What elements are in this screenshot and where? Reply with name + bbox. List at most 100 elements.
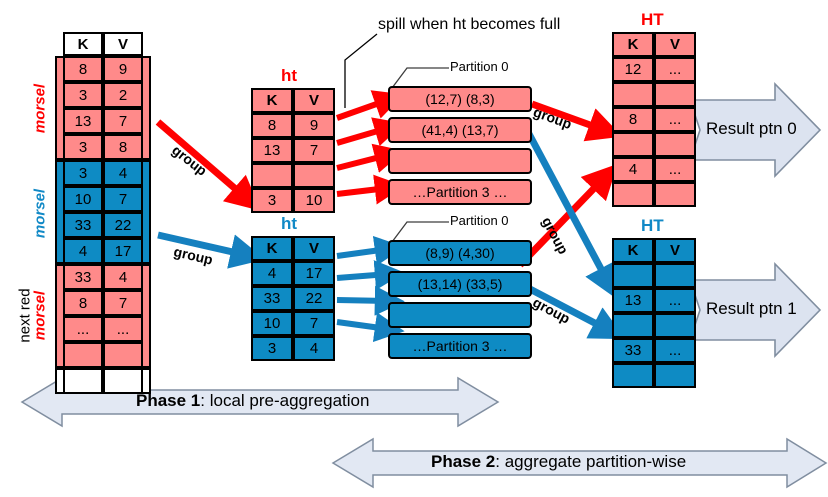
- ht-out-red-cell-v-4: ...: [654, 157, 696, 182]
- input-cell-v-0: 9: [103, 56, 143, 82]
- ht-out-blue-caption: HT: [641, 216, 664, 235]
- ht-out-red-cell-k-3: [612, 132, 654, 157]
- ht-out-red-cell-k-5: [612, 182, 654, 207]
- input-header-v: V: [103, 32, 143, 56]
- input-cell-v-2: 7: [103, 108, 143, 134]
- ht-out-blue-cell-v-2: [654, 313, 696, 338]
- ht-out-blue-cell-v-1: ...: [654, 288, 696, 313]
- spill-note: spill when ht becomes full: [378, 16, 561, 33]
- ht-out-red-caption: HT: [641, 10, 664, 29]
- ht-red-cell-v-3: 10: [293, 188, 335, 213]
- partition0-leader-blue: [391, 221, 449, 243]
- ht-blue-cell-v-2: 7: [293, 311, 335, 336]
- group-label-ptn-blue: group: [530, 293, 573, 327]
- arrows-ht-blue-to-partitions: [336, 235, 405, 343]
- ht-out-red-cell-v-3: [654, 132, 696, 157]
- input-cell-k-9: 8: [63, 290, 103, 316]
- ht-blue-cell-v-0: 17: [293, 261, 335, 286]
- phase-1-bold: Phase 1: [136, 391, 201, 410]
- ht-out-red-cell-k-0: 12: [612, 57, 654, 82]
- partition-red-bar-2: [388, 148, 532, 174]
- input-cell-k-3: 3: [63, 134, 103, 160]
- ht-red-cell-k-0: 8: [251, 113, 293, 138]
- ht-out-red-cell-k-1: [612, 82, 654, 107]
- ht-red-header-v: V: [293, 88, 335, 113]
- next-red-label: next red: [16, 288, 34, 343]
- ht-blue-cell-k-1: 33: [251, 286, 293, 311]
- ht-out-red-cell-v-1: [654, 82, 696, 107]
- result-label-0: Result ptn 0: [706, 119, 797, 138]
- input-cell-k-4: 3: [63, 160, 103, 186]
- partition-blue-bar-0: (8,9) (4,30): [388, 240, 532, 266]
- input-cell-v-8: 4: [103, 264, 143, 290]
- ht-out-red-cell-k-2: 8: [612, 107, 654, 132]
- phase-1-rest: : local pre-aggregation: [200, 391, 370, 410]
- phase-2-label: Phase 2: aggregate partition-wise: [431, 452, 686, 472]
- ht-blue-cell-k-3: 3: [251, 336, 293, 361]
- input-cell-v-1: 2: [103, 82, 143, 108]
- partition0-leader-red: [391, 67, 449, 89]
- ht-red-cell-v-1: 7: [293, 138, 335, 163]
- partition-red-bar-0: (12,7) (8,3): [388, 86, 532, 112]
- phase-2-bold: Phase 2: [431, 452, 496, 471]
- ht-out-blue-header-v: V: [654, 238, 696, 263]
- ht-out-blue-cell-k-3: 33: [612, 338, 654, 363]
- ht-out-blue-cell-v-3: ...: [654, 338, 696, 363]
- partition-red-bar-3: …Partition 3 …: [388, 179, 532, 205]
- ht-out-blue-cell-k-2: [612, 313, 654, 338]
- input-cell-k-7: 4: [63, 238, 103, 264]
- ht-blue-header-k: K: [251, 236, 293, 261]
- input-cell-k-10: ...: [63, 316, 103, 342]
- result-label-1: Result ptn 1: [706, 299, 797, 318]
- ht-out-blue-header-k: K: [612, 238, 654, 263]
- input-cell-v-3: 8: [103, 134, 143, 160]
- ht-out-red-cell-k-4: 4: [612, 157, 654, 182]
- partition0-label-blue: Partition 0: [450, 213, 509, 228]
- input-cell-k-1: 3: [63, 82, 103, 108]
- input-cell-k-12: [63, 368, 103, 394]
- input-cell-v-10: ...: [103, 316, 143, 342]
- ht-blue-header-v: V: [293, 236, 335, 261]
- ht-out-blue-cell-k-4: [612, 363, 654, 388]
- ht-blue-caption: ht: [281, 214, 298, 233]
- partition-blue-bar-1: (13,14) (33,5): [388, 271, 532, 297]
- ht-red-header-k: K: [251, 88, 293, 113]
- group-label-morsel-blue: group: [172, 243, 215, 268]
- input-cell-v-9: 7: [103, 290, 143, 316]
- input-cell-v-7: 17: [103, 238, 143, 264]
- ht-red-cell-v-2: [293, 163, 335, 188]
- ht-out-blue-cell-k-0: [612, 263, 654, 288]
- input-cell-k-11: [63, 342, 103, 368]
- input-cell-k-5: 10: [63, 186, 103, 212]
- ht-blue-cell-v-1: 22: [293, 286, 335, 311]
- phase-1-label: Phase 1: local pre-aggregation: [136, 391, 369, 411]
- input-header-k: K: [63, 32, 103, 56]
- input-cell-k-2: 13: [63, 108, 103, 134]
- partition-blue-bar-2: [388, 302, 532, 328]
- partition-blue-bar-3: …Partition 3 …: [388, 333, 532, 359]
- input-cell-v-5: 7: [103, 186, 143, 212]
- group-label-ptn-cross: group: [538, 214, 572, 257]
- input-cell-v-4: 4: [103, 160, 143, 186]
- spill-leader-line: [344, 33, 378, 108]
- morsel-label-blue: morsel: [31, 188, 49, 239]
- phase-2-rest: : aggregate partition-wise: [495, 452, 687, 471]
- input-cell-v-11: [103, 342, 143, 368]
- input-cell-k-0: 8: [63, 56, 103, 82]
- ht-blue-cell-k-0: 4: [251, 261, 293, 286]
- morsel-label-red-top: morsel: [31, 83, 49, 134]
- partition-red-bar-1: (41,4) (13,7): [388, 117, 532, 143]
- ht-blue-cell-k-2: 10: [251, 311, 293, 336]
- morsel-label-red-bottom: morsel: [31, 290, 49, 341]
- ht-red-cell-k-3: 3: [251, 188, 293, 213]
- ht-out-red-header-k: K: [612, 32, 654, 57]
- partition0-label-red: Partition 0: [450, 59, 509, 74]
- ht-out-red-cell-v-0: ...: [654, 57, 696, 82]
- ht-red-cell-k-1: 13: [251, 138, 293, 163]
- input-cell-k-8: 33: [63, 264, 103, 290]
- ht-red-cell-v-0: 9: [293, 113, 335, 138]
- ht-out-blue-cell-v-4: [654, 363, 696, 388]
- ht-red-caption: ht: [281, 66, 298, 85]
- group-label-ptn-red: group: [531, 103, 575, 133]
- ht-blue-cell-v-3: 4: [293, 336, 335, 361]
